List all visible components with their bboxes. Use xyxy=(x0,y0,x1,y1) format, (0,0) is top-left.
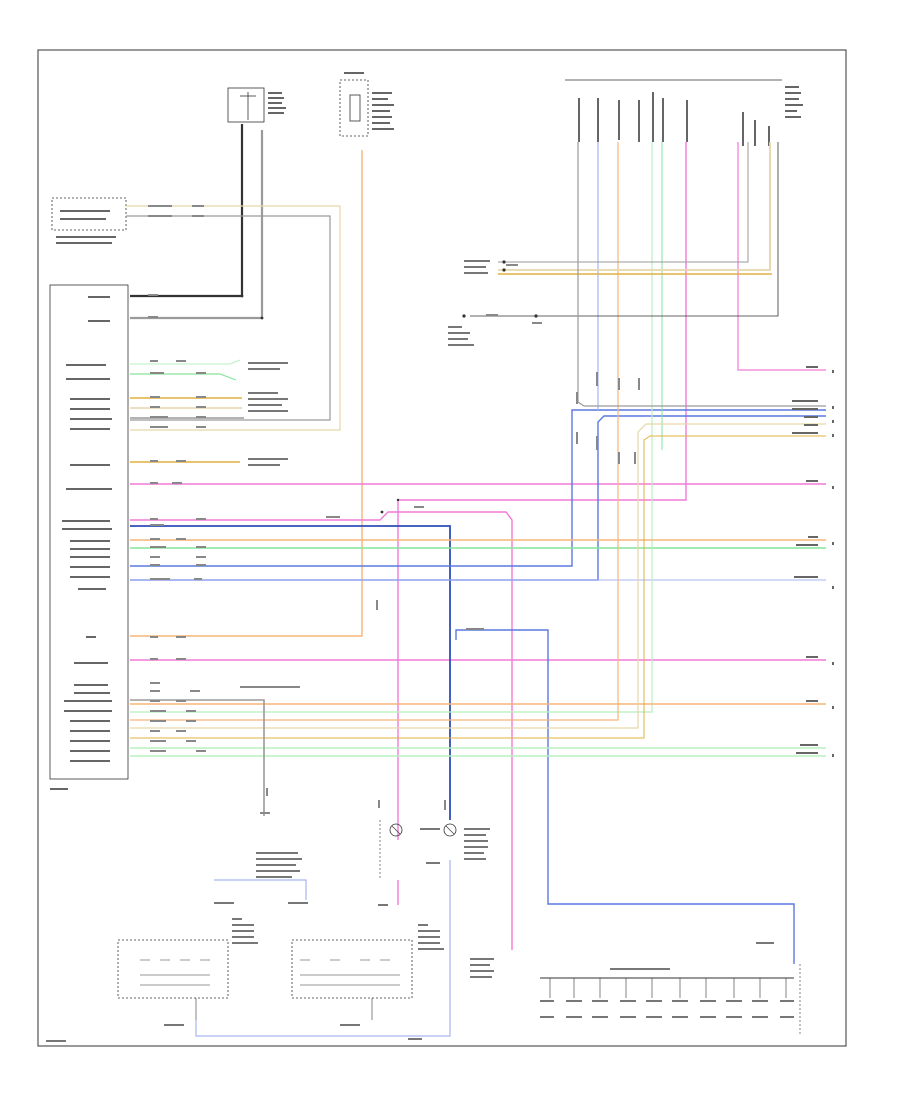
radio-pin-labels xyxy=(50,296,112,790)
pink-wires xyxy=(130,142,826,950)
radio-side-connectors xyxy=(130,359,244,463)
wire-color-labels xyxy=(148,205,640,814)
fuse-feed-orange xyxy=(130,150,363,637)
component-text-blocks xyxy=(232,260,494,978)
front-speaker-box xyxy=(51,197,127,244)
fuse-block-text xyxy=(344,72,394,130)
amplifier-connector-top xyxy=(565,79,803,146)
diagram-frame xyxy=(37,49,847,1047)
blue-wires xyxy=(130,142,826,1037)
radio-connector xyxy=(49,284,129,790)
bottom-right-connector xyxy=(540,942,801,1036)
bottom-ground-labels xyxy=(46,828,440,1042)
antenna-module xyxy=(227,87,286,123)
fuse-block-top xyxy=(339,72,394,137)
lamp-components xyxy=(379,820,457,880)
antenna-module-text xyxy=(268,92,286,114)
antenna-wires xyxy=(130,124,264,320)
splice-points xyxy=(240,260,538,514)
orange-wires xyxy=(130,142,826,721)
tan-wires xyxy=(130,142,826,739)
amplifier-pin-labels xyxy=(578,92,770,146)
right-steering-controls xyxy=(291,939,413,1020)
gray-wires-right xyxy=(130,142,826,816)
amplifier-desc-text xyxy=(785,86,803,118)
left-steering-controls xyxy=(117,939,229,1020)
front-speaker-wires xyxy=(126,205,341,431)
green-wires xyxy=(130,142,826,757)
right-edge-labels xyxy=(792,366,834,757)
